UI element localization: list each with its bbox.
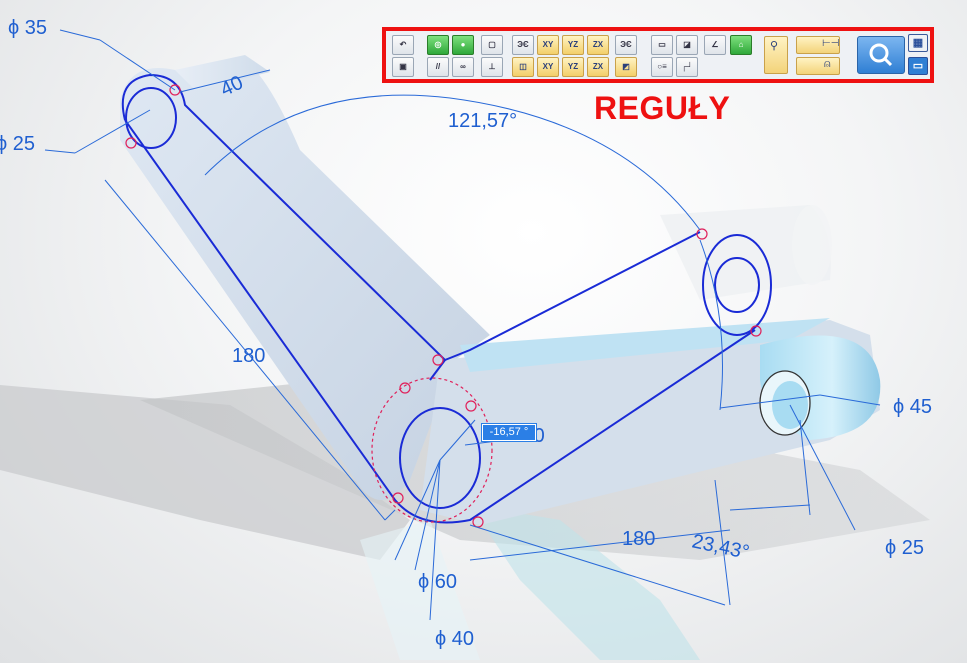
concentric-relation-button[interactable]: ◎ — [427, 35, 449, 55]
offset-icon: ◩ — [622, 62, 630, 71]
coplanar-zx-button[interactable]: ZX — [587, 57, 609, 77]
coplanar-zx-icon: ZX — [592, 62, 604, 71]
dim-diameter-45[interactable]: ϕ 45 — [893, 396, 932, 418]
rules-label: REGUŁY — [594, 90, 731, 126]
relation-list-button[interactable]: ○≡ — [651, 57, 673, 77]
ghost-cylinder — [660, 205, 832, 300]
save-icon: ▣ — [399, 62, 407, 71]
parallel-relation-icon: // — [435, 62, 441, 71]
dim-diameter-25-left[interactable]: ϕ 25 — [0, 133, 35, 155]
coplanar-xy-button[interactable]: XY — [537, 57, 559, 77]
perpendicular-relation-button[interactable]: ⊥ — [481, 57, 503, 77]
parallel-relation-button[interactable]: // — [427, 57, 449, 77]
axis-button[interactable]: ∠ — [704, 35, 726, 55]
undo-icon: ↶ — [399, 40, 407, 49]
coplanar-button[interactable]: ◫ — [512, 57, 534, 77]
grid-icon: ▦ — [912, 37, 924, 49]
view-grid-button[interactable]: ▦ — [908, 34, 928, 52]
parallel-plane-icon: ▭ — [658, 40, 666, 49]
part-arm-upper[interactable] — [120, 55, 490, 500]
parallel-plane-button[interactable]: ▭ — [651, 35, 673, 55]
relation-assistant-button[interactable]: ⚲ — [764, 36, 788, 74]
ground-button[interactable]: ⌂ — [730, 35, 752, 55]
view-single-button[interactable]: ▭ — [908, 57, 928, 75]
relation-markers[interactable] — [125, 84, 762, 528]
save-button[interactable]: ▣ — [392, 57, 414, 77]
symmetric-xy-icon: XY — [542, 40, 554, 49]
step-button[interactable]: ┌┘ — [676, 57, 698, 77]
relations-toolbar: ↶ ◎ ● ▢ ЭЄ XY YZ ZX ЭЄ ▭ ◪ ∠ ⌂ ▣ // ∞ ⊥ ◫ XY YZ ZX ◩ ○≡ ┌┘ ⚲ ⊢… — [382, 27, 934, 83]
symmetric-xy-button[interactable]: XY — [537, 35, 559, 55]
axis-icon: ∠ — [711, 40, 719, 49]
symmetric-yz-icon: YZ — [567, 40, 579, 49]
symmetric-yz-button[interactable]: YZ — [562, 35, 584, 55]
perpendicular-relation-icon: ⊥ — [488, 62, 496, 71]
symmetric-button[interactable]: ЭЄ — [512, 35, 534, 55]
relation-assistant-icon: ⚲ — [770, 40, 779, 52]
window-icon: ▭ — [912, 60, 924, 72]
tangent-relation-button[interactable]: ● — [452, 35, 474, 55]
symmetric-plane-button[interactable]: ЭЄ — [615, 35, 637, 55]
undo-button[interactable]: ↶ — [392, 35, 414, 55]
rigid-set-button[interactable]: ▢ — [481, 35, 503, 55]
dim-diameter-35[interactable]: ϕ 35 — [8, 17, 47, 39]
dim-diameter-60[interactable]: ϕ 60 — [418, 571, 457, 593]
dimension-horizontal-button[interactable]: ⊢⊣ — [796, 36, 840, 54]
symmetric-zx-button[interactable]: ZX — [587, 35, 609, 55]
rigid-set-icon: ▢ — [488, 40, 496, 49]
dim-angle-121[interactable]: 121,57° — [448, 110, 517, 132]
zoom-button[interactable] — [857, 36, 905, 74]
dim-diameter-40-bottom[interactable]: ϕ 40 — [435, 628, 474, 650]
tangent-relation-icon: ● — [460, 40, 466, 49]
lock-plane-icon: ◪ — [683, 40, 691, 49]
coplanar-yz-icon: YZ — [567, 62, 579, 71]
coplanar-yz-button[interactable]: YZ — [562, 57, 584, 77]
coplanar-icon: ◫ — [519, 62, 527, 71]
dimension-horizontal-icon: ⊢⊣ — [822, 38, 840, 49]
dim-diameter-25-right[interactable]: ϕ 25 — [885, 537, 924, 559]
coplanar-xy-icon: XY — [542, 62, 554, 71]
step-icon: ┌┘ — [681, 62, 693, 71]
dimension-lock-button[interactable]: ⍝ — [796, 57, 840, 75]
dim-length-180-left[interactable]: 180 — [232, 345, 265, 367]
dimension-lock-icon: ⍝ — [824, 58, 831, 70]
offset-button[interactable]: ◩ — [615, 57, 637, 77]
concentric-relation-icon: ◎ — [434, 40, 442, 49]
angle-edit-box[interactable]: -16,57 ° — [482, 424, 536, 441]
equal-radius-icon: ∞ — [460, 62, 466, 71]
equal-radius-button[interactable]: ∞ — [452, 57, 474, 77]
symmetric-plane-icon: ЭЄ — [620, 40, 632, 49]
symmetric-zx-icon: ZX — [592, 40, 604, 49]
symmetric-icon: ЭЄ — [517, 40, 529, 49]
lock-plane-button[interactable]: ◪ — [676, 35, 698, 55]
relation-list-icon: ○≡ — [657, 62, 667, 71]
magnifier-icon — [869, 43, 893, 67]
dimension-lines — [44, 29, 881, 621]
ground-icon: ⌂ — [738, 40, 744, 49]
dim-length-180-bottom[interactable]: 180 — [622, 528, 655, 550]
